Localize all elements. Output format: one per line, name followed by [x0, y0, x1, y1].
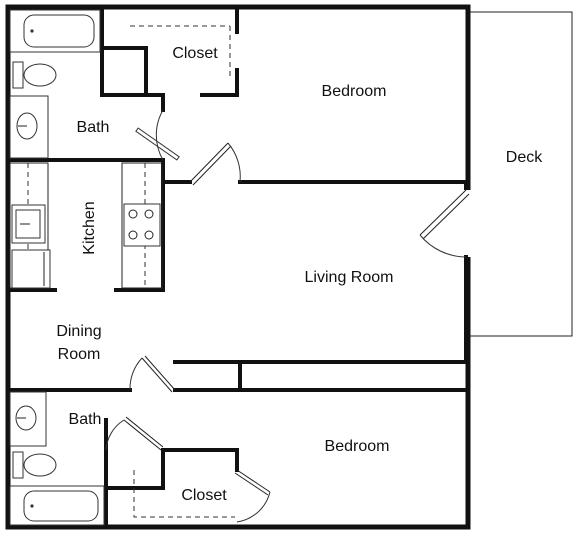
toilet-icon: [12, 61, 57, 89]
room-label-closet-bottom: Closet: [181, 487, 227, 504]
door-swing-icon: [105, 416, 164, 451]
bathtub-icon: [9, 9, 101, 53]
bathtub-icon: [9, 485, 105, 526]
room-label-closet-top: Closet: [172, 45, 218, 62]
stove-icon: [123, 203, 161, 247]
door-swing-icon: [189, 142, 241, 186]
room-label-bath-top: Bath: [77, 119, 110, 136]
closet-bottom-shelf: [133, 470, 235, 518]
room-label-bedroom-top: Bedroom: [322, 83, 387, 100]
door-swing-icon: [129, 355, 176, 393]
interior-walls: [8, 7, 468, 527]
room-label-dining-line2: Room: [58, 346, 101, 363]
sink-icon: [9, 391, 47, 447]
door-swing-icon: [234, 469, 271, 523]
room-label-bath-bottom: Bath: [69, 411, 102, 428]
room-label-kitchen: Kitchen: [81, 201, 98, 254]
room-label-living-room: Living Room: [305, 269, 394, 286]
door-swing-icon: [135, 109, 180, 161]
toilet-icon: [12, 451, 57, 479]
closet-top-shelf: [130, 25, 231, 78]
sink-icon: [9, 95, 49, 159]
room-label-deck: Deck: [506, 149, 543, 166]
refrigerator-icon: [11, 249, 51, 289]
room-label-dining-line1: Dining: [56, 323, 101, 340]
room-label-bedroom-bottom: Bedroom: [325, 438, 390, 455]
deck: [470, 11, 573, 337]
door-swing-icon: [419, 189, 470, 258]
kitchen-sink-icon: [11, 204, 46, 244]
